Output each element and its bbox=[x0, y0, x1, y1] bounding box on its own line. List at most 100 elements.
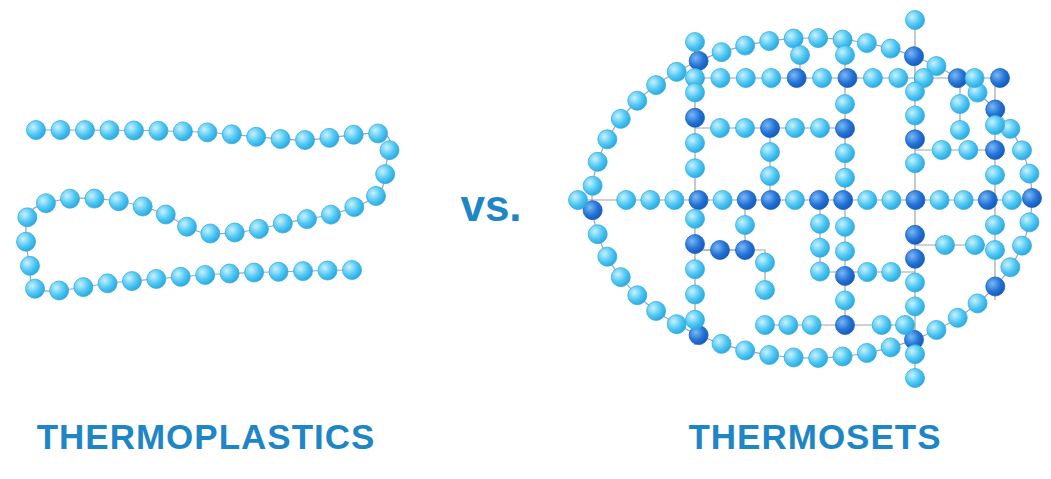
crosslink-bead bbox=[906, 225, 925, 244]
monomer-bead bbox=[124, 121, 143, 140]
monomer-bead bbox=[149, 121, 168, 140]
monomer-bead bbox=[273, 214, 292, 233]
monomer-bead bbox=[858, 191, 877, 210]
monomer-bead bbox=[736, 36, 755, 55]
monomer-bead bbox=[36, 194, 55, 213]
monomer-bead bbox=[225, 223, 244, 242]
monomer-bead bbox=[297, 210, 316, 229]
monomer-bead bbox=[50, 281, 69, 300]
crosslink-bead bbox=[1023, 189, 1042, 208]
polymer-bond bbox=[769, 128, 770, 200]
monomer-bead bbox=[1001, 258, 1020, 277]
monomer-bead bbox=[345, 198, 364, 217]
monomer-bead bbox=[756, 281, 775, 300]
monomer-bead bbox=[986, 216, 1005, 235]
crosslink-bead bbox=[737, 191, 756, 210]
crosslink-bead bbox=[810, 191, 829, 210]
monomer-bead bbox=[74, 278, 93, 297]
monomer-bead bbox=[222, 125, 241, 144]
monomer-bead bbox=[712, 43, 731, 62]
monomer-bead bbox=[109, 192, 128, 211]
monomer-bead bbox=[857, 343, 876, 362]
monomer-bead bbox=[85, 189, 104, 208]
crosslink-bead bbox=[834, 191, 853, 210]
monomer-bead bbox=[178, 217, 197, 236]
crosslink-bead bbox=[836, 316, 855, 335]
monomer-bead bbox=[966, 236, 985, 255]
crosslink-bead bbox=[838, 69, 857, 88]
monomer-bead bbox=[954, 191, 973, 210]
crosslink-bead bbox=[991, 69, 1010, 88]
monomer-bead bbox=[686, 209, 705, 228]
monomer-bead bbox=[857, 34, 876, 53]
monomer-bead bbox=[736, 341, 755, 360]
monomer-bead bbox=[863, 69, 882, 88]
crosslink-bead bbox=[986, 277, 1005, 296]
crosslink-bead bbox=[978, 191, 997, 210]
monomer-bead bbox=[686, 134, 705, 153]
monomer-bead bbox=[686, 285, 705, 304]
monomer-bead bbox=[906, 11, 925, 30]
polymer-bond bbox=[915, 149, 995, 150]
monomer-bead bbox=[686, 260, 705, 279]
monomer-bead bbox=[173, 122, 192, 141]
monomer-bead bbox=[369, 124, 388, 143]
monomer-bead bbox=[686, 159, 705, 178]
monomer-bead bbox=[906, 82, 925, 101]
monomer-bead bbox=[617, 191, 636, 210]
crosslink-bead bbox=[905, 47, 924, 66]
monomer-bead bbox=[761, 167, 780, 186]
monomer-bead bbox=[296, 130, 315, 149]
monomer-bead bbox=[712, 334, 731, 353]
monomer-bead bbox=[686, 83, 705, 102]
crosslink-bead bbox=[948, 69, 967, 88]
crosslink-bead bbox=[686, 108, 705, 127]
monomer-bead bbox=[156, 205, 175, 224]
monomer-bead bbox=[60, 189, 79, 208]
monomer-bead bbox=[380, 141, 399, 160]
monomer-bead bbox=[936, 236, 955, 255]
monomer-bead bbox=[736, 119, 755, 138]
monomer-bead bbox=[1020, 164, 1039, 183]
monomer-bead bbox=[247, 127, 266, 146]
monomer-bead bbox=[948, 308, 967, 327]
monomer-bead bbox=[27, 121, 46, 140]
crosslink-bead bbox=[689, 191, 708, 210]
monomer-bead bbox=[951, 121, 970, 140]
monomer-bead bbox=[26, 279, 45, 298]
monomer-bead bbox=[1002, 191, 1021, 210]
section-label: THERMOPLASTICS bbox=[37, 419, 376, 454]
monomer-bead bbox=[75, 121, 94, 140]
monomer-bead bbox=[836, 168, 855, 187]
monomer-bead bbox=[761, 143, 780, 162]
monomer-bead bbox=[932, 141, 951, 160]
monomer-bead bbox=[951, 95, 970, 114]
monomer-bead bbox=[836, 242, 855, 261]
monomer-bead bbox=[968, 294, 987, 313]
monomer-bead bbox=[760, 32, 779, 51]
monomer-bead bbox=[201, 224, 220, 243]
monomer-bead bbox=[986, 166, 1005, 185]
crosslink-bead bbox=[906, 130, 925, 149]
crosslink-bead bbox=[761, 119, 780, 138]
crosslink-bead bbox=[986, 141, 1005, 160]
monomer-bead bbox=[760, 345, 779, 364]
polymer-bond bbox=[592, 38, 1032, 358]
monomer-bead bbox=[686, 310, 705, 329]
monomer-bead bbox=[249, 219, 268, 238]
crosslink-bead bbox=[711, 241, 730, 260]
monomer-bead bbox=[1020, 213, 1039, 232]
monomer-bead bbox=[813, 69, 832, 88]
monomer-bead bbox=[133, 197, 152, 216]
crosslink-bead bbox=[736, 241, 755, 260]
monomer-bead bbox=[811, 119, 830, 138]
monomer-bead bbox=[881, 39, 900, 58]
section-label: THERMOSETS bbox=[688, 419, 941, 454]
monomer-bead bbox=[906, 369, 925, 388]
monomer-bead bbox=[809, 348, 828, 367]
monomer-bead bbox=[569, 191, 588, 210]
monomer-bead bbox=[628, 91, 647, 110]
monomer-bead bbox=[171, 267, 190, 286]
monomer-bead bbox=[220, 264, 239, 283]
